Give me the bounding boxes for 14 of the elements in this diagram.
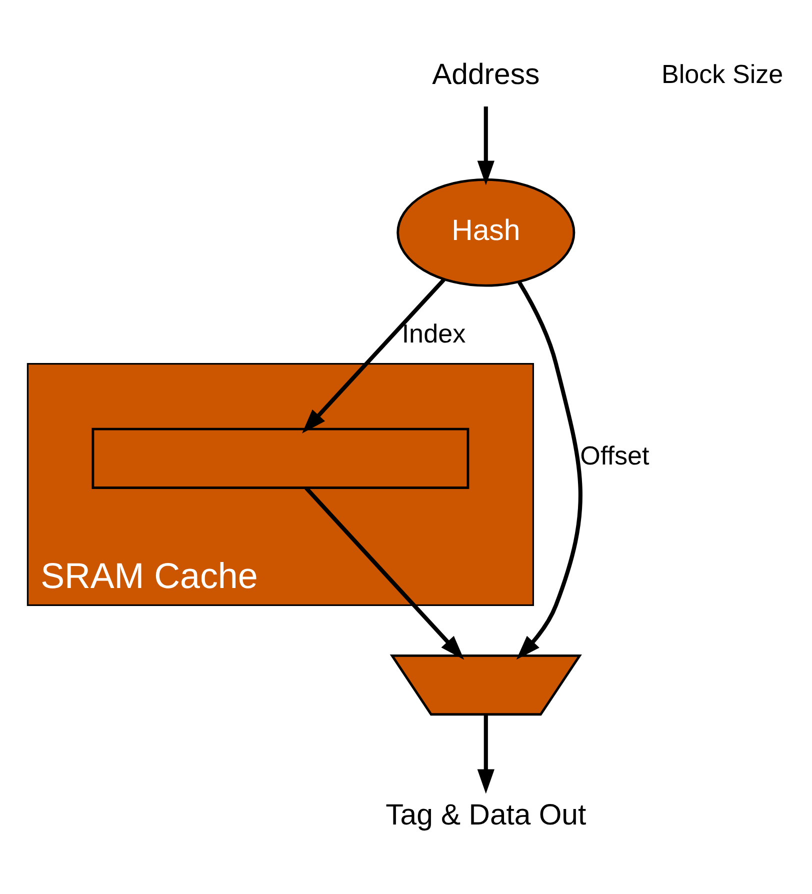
arrow: [304, 486, 464, 660]
node-text: Tag & Data Out: [386, 798, 586, 832]
node-ellipse: Hash: [396, 178, 576, 287]
label: Block Size: [661, 59, 784, 90]
node-bar: [92, 428, 470, 489]
cluster: SRAM Cache: [26, 363, 534, 606]
node-text: Address: [432, 58, 540, 92]
arrow: [477, 106, 494, 186]
arrow: [516, 281, 582, 660]
node-trapezoid: [390, 654, 582, 716]
edge-label: Offset: [580, 440, 650, 471]
arrow: [477, 714, 494, 794]
arrow: [302, 278, 446, 434]
edge-label: Index: [402, 318, 466, 348]
